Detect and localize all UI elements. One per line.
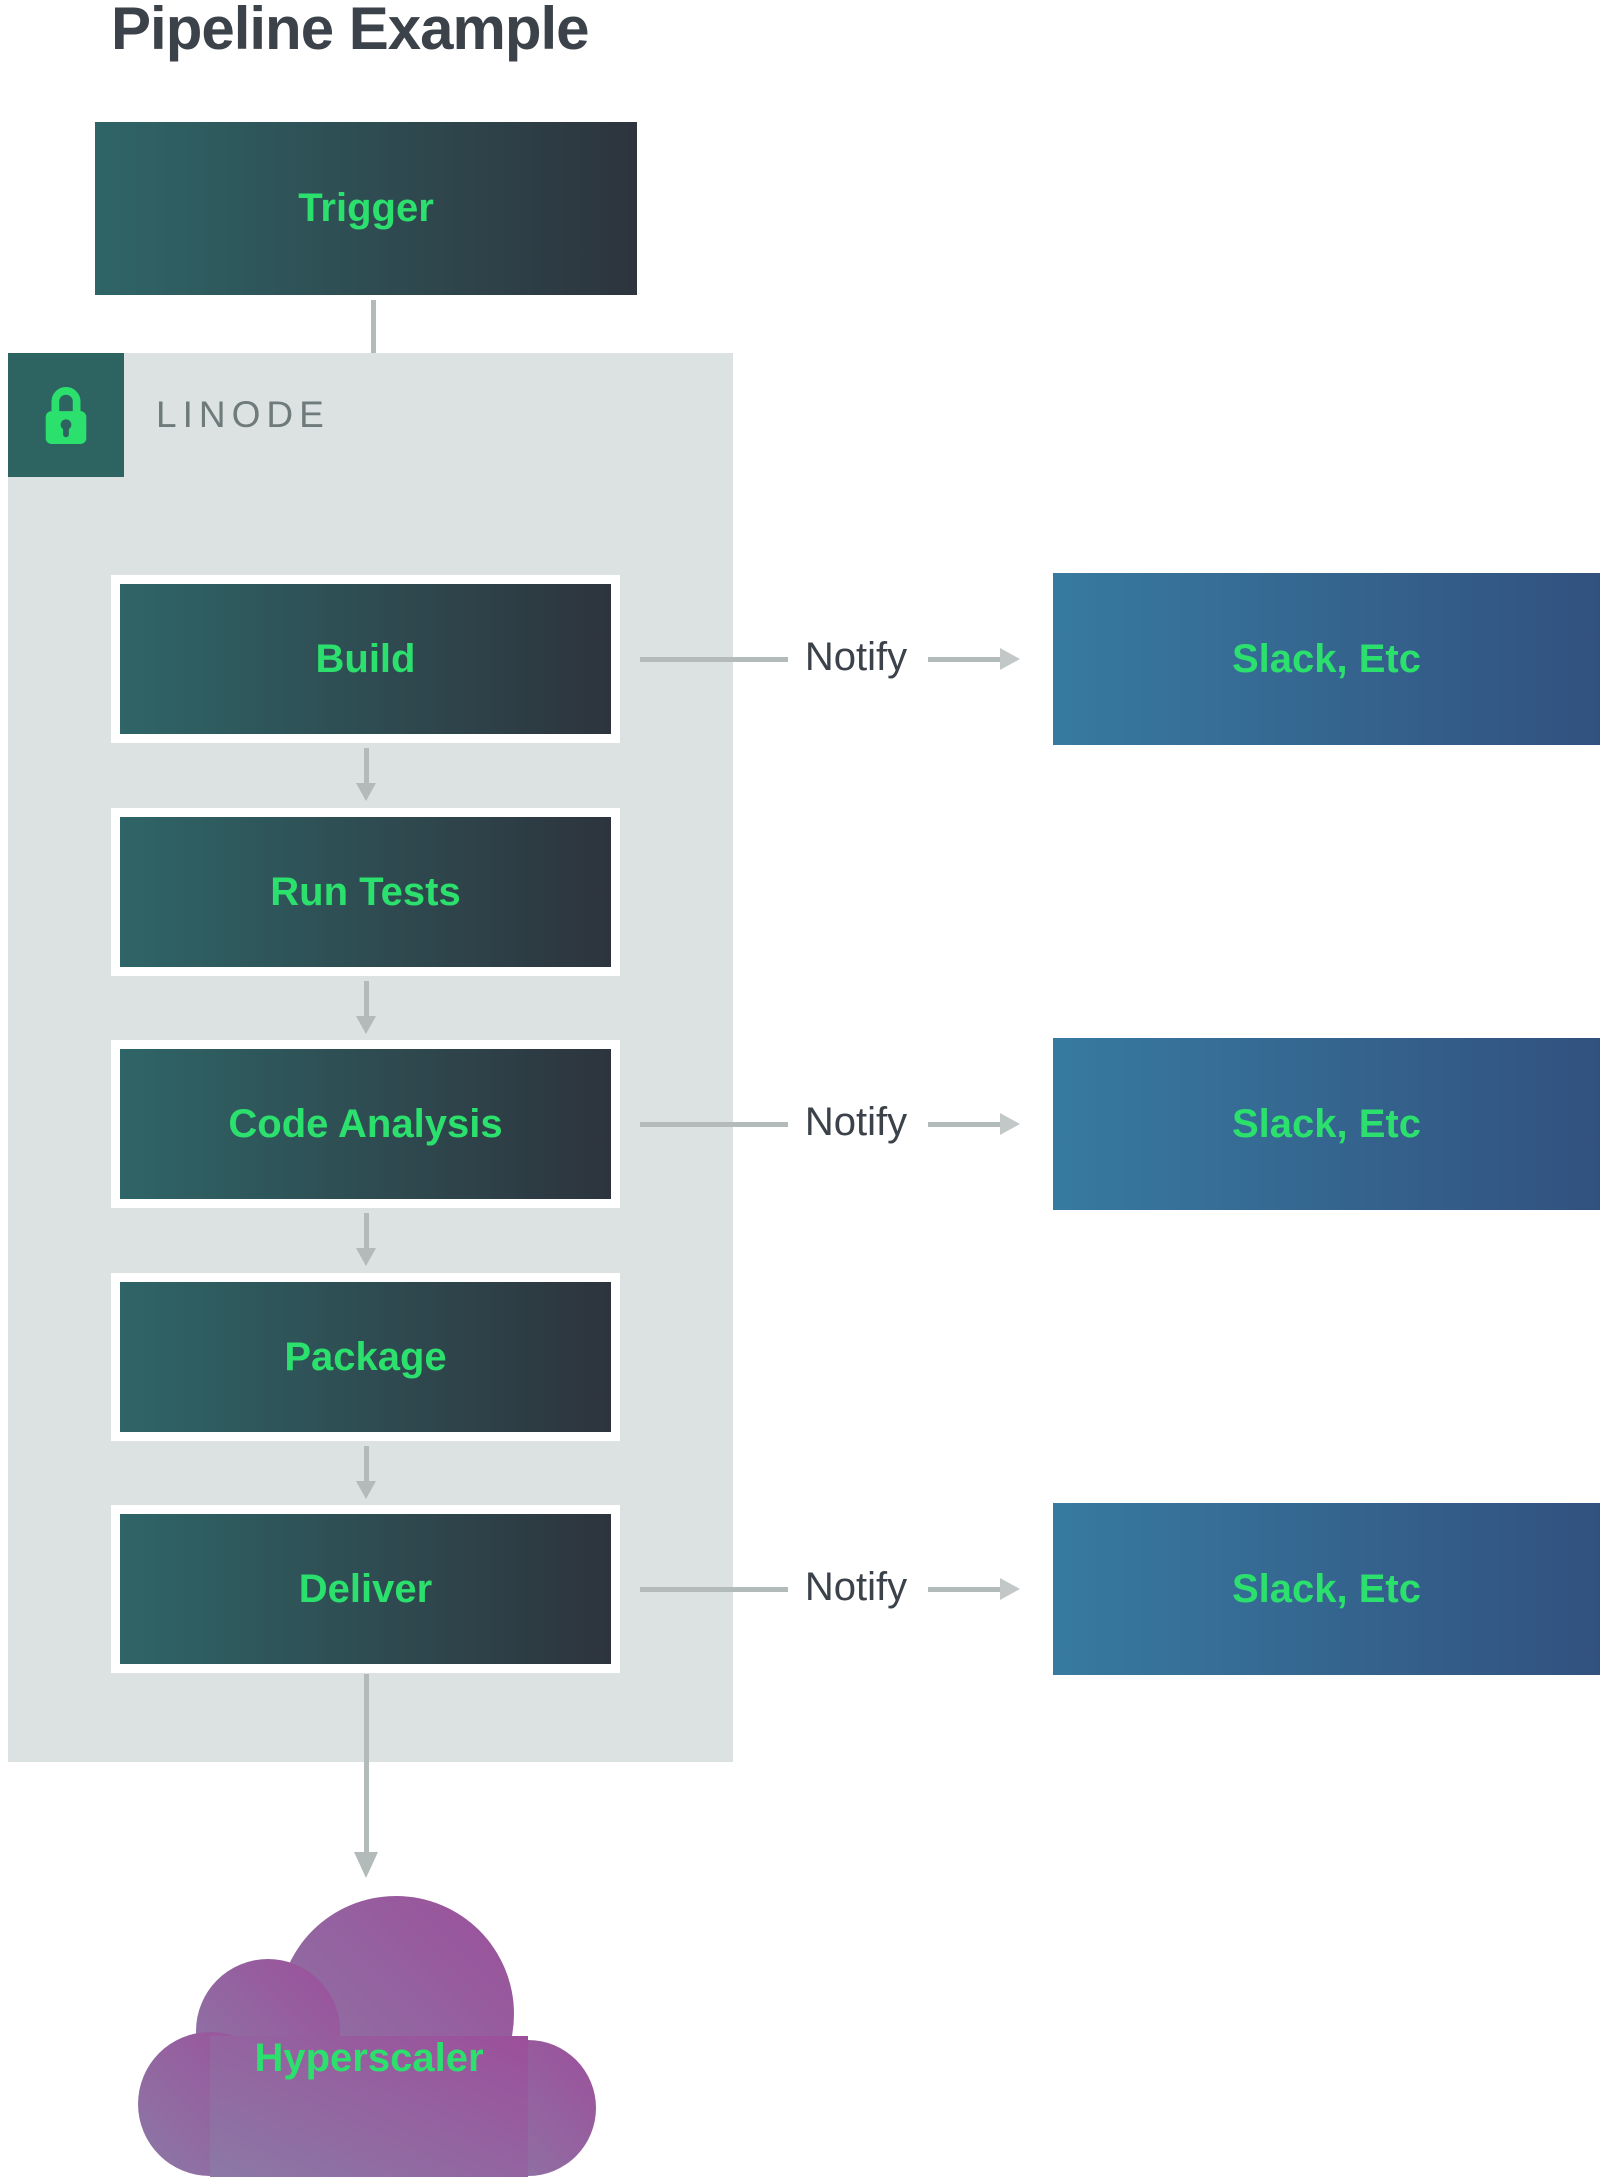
node-slack-build: Slack, Etc — [1053, 573, 1600, 745]
linode-label: LINODE — [156, 394, 330, 435]
notify-arrow-code-analysis — [928, 1122, 1002, 1127]
notify-line-code-analysis — [640, 1122, 788, 1127]
notify-arrowhead-deliver — [1000, 1578, 1020, 1600]
slack-label-code-analysis: Slack, Etc — [1231, 1101, 1421, 1146]
notify-line-deliver — [640, 1587, 788, 1592]
node-deliver: Deliver — [111, 1505, 620, 1673]
notify-label-build: Notify — [804, 635, 908, 679]
hyperscaler-label: Hyperscaler — [254, 2036, 484, 2080]
node-trigger: Trigger — [95, 122, 637, 295]
package-label: Package — [284, 1334, 447, 1379]
node-hyperscaler: Hyperscaler — [138, 1896, 600, 2177]
run-tests-label: Run Tests — [270, 869, 461, 914]
slack-label-build: Slack, Etc — [1231, 636, 1421, 681]
lock-badge — [8, 353, 124, 477]
build-label: Build — [315, 636, 416, 681]
node-package: Package — [111, 1273, 620, 1441]
notify-label-code-analysis: Notify — [804, 1100, 908, 1144]
code-analysis-label: Code Analysis — [228, 1101, 503, 1146]
notify-label-deliver: Notify — [804, 1565, 908, 1609]
cloud-icon — [138, 1896, 596, 2177]
node-run-tests: Run Tests — [111, 808, 620, 976]
node-slack-deliver: Slack, Etc — [1053, 1503, 1600, 1675]
deliver-label: Deliver — [298, 1566, 433, 1611]
node-build: Build — [111, 575, 620, 743]
trigger-label: Trigger — [298, 186, 434, 230]
notify-arrow-build — [928, 657, 1002, 662]
notify-arrowhead-code-analysis — [1000, 1113, 1020, 1135]
slack-label-deliver: Slack, Etc — [1231, 1566, 1421, 1611]
notify-line-build — [640, 657, 788, 662]
node-slack-code-analysis: Slack, Etc — [1053, 1038, 1600, 1210]
notify-arrow-deliver — [928, 1587, 1002, 1592]
page-title: Pipeline Example — [111, 0, 590, 62]
node-code-analysis: Code Analysis — [111, 1040, 620, 1208]
notify-arrowhead-build — [1000, 648, 1020, 670]
lock-icon — [45, 387, 87, 444]
